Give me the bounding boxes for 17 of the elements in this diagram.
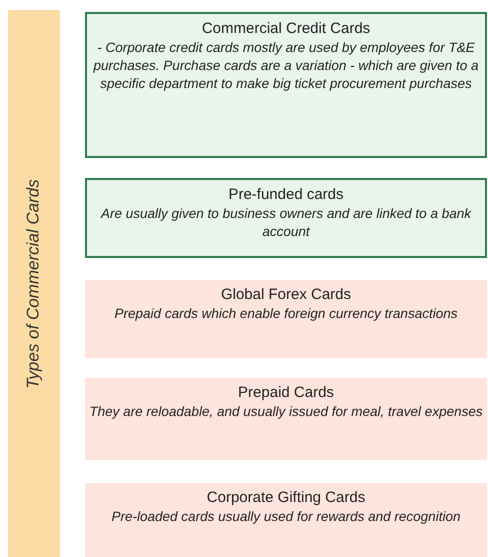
card-description: Pre-loaded cards usually used for rewards and recognition <box>110 508 462 526</box>
card-description: - Corporate credit cards mostly are used by employees for T&E purchases. Purchase cards are a variation - which are given to a specific department to make big ticket procurement purchases <box>92 39 480 93</box>
card-type-box <box>85 178 487 258</box>
card-title: Corporate Gifting Cards <box>206 489 366 506</box>
card-type-box <box>85 378 487 460</box>
card-title: Pre-funded cards <box>227 186 345 203</box>
card-title: Global Forex Cards <box>220 286 352 303</box>
card-type-box <box>85 12 487 158</box>
card-description: They are reloadable, and usually issued for meal, travel expenses <box>88 403 484 421</box>
category-band <box>8 10 60 557</box>
card-description: Are usually given to business owners and are linked to a bank account <box>100 205 472 241</box>
card-title: Prepaid Cards <box>237 384 335 401</box>
card-type-box <box>85 280 487 358</box>
card-title: Commercial Credit Cards <box>200 20 372 37</box>
card-description: Prepaid cards which enable foreign currency transactions <box>114 305 458 323</box>
card-type-box <box>85 483 487 557</box>
band-title: Types of Commercial Cards <box>24 178 44 388</box>
